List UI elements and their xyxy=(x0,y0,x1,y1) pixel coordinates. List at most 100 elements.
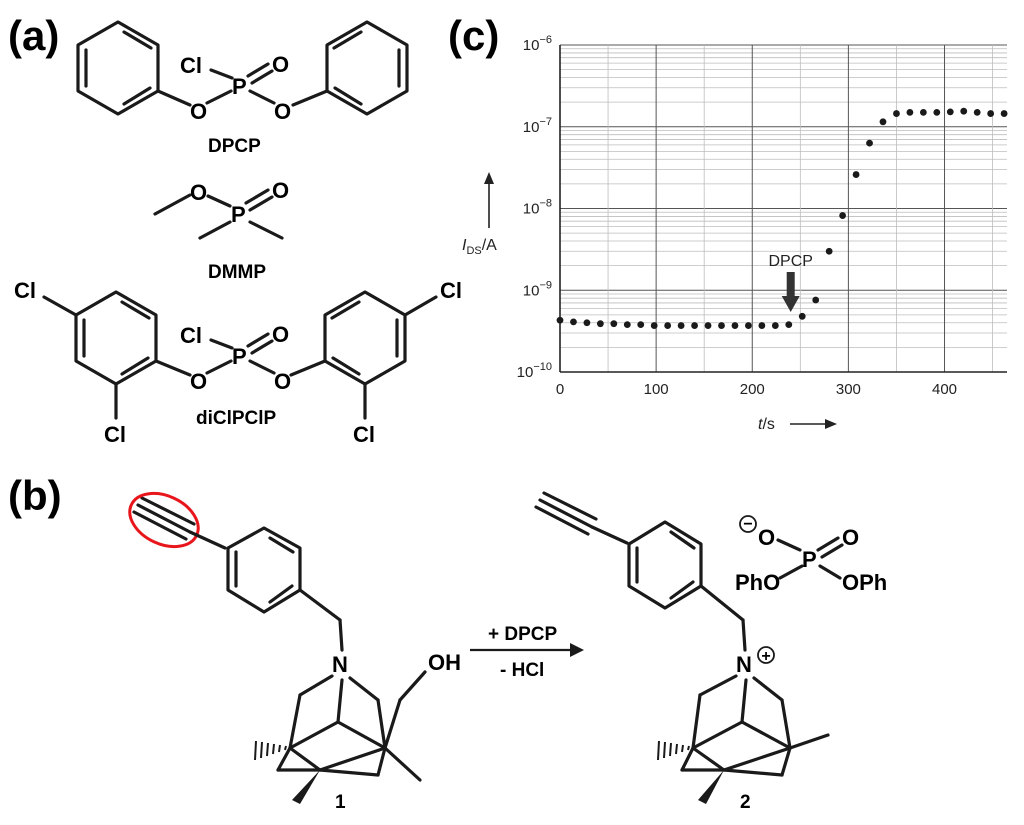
bond xyxy=(205,89,233,105)
y-tick-label: 10−7 xyxy=(523,116,552,136)
bond xyxy=(383,698,402,750)
alkyne-bond xyxy=(534,505,590,536)
bond xyxy=(376,746,387,777)
bond xyxy=(816,536,840,552)
bond xyxy=(120,300,151,320)
arrowhead xyxy=(570,643,584,657)
y-tick-label: 10−6 xyxy=(523,34,552,54)
bond xyxy=(250,339,274,355)
bond xyxy=(248,359,276,375)
x-axis-label: t/s xyxy=(758,416,837,433)
data-point xyxy=(771,322,779,329)
x-tick-label: 300 xyxy=(836,381,861,398)
data-point xyxy=(987,110,995,117)
diclpclp-cl-right-para: Cl xyxy=(440,278,462,303)
diclpclp-cl-atom: Cl xyxy=(180,323,202,348)
data-point xyxy=(798,312,806,320)
bond xyxy=(288,720,340,750)
data-point xyxy=(933,108,941,116)
bond xyxy=(778,564,804,580)
wedge-bond xyxy=(698,770,724,804)
bond xyxy=(248,220,284,240)
bond xyxy=(820,543,844,559)
x-axis-var: t xyxy=(758,416,763,433)
dpcp-o-double-atom: O xyxy=(272,52,289,77)
anion-o-double: O xyxy=(842,525,859,550)
bond xyxy=(740,678,748,724)
data-point xyxy=(731,322,739,329)
y-axis-var: I xyxy=(462,237,467,254)
diclpclp-cl-left-ortho: Cl xyxy=(104,422,126,447)
data-point xyxy=(704,322,712,329)
y-tick-label: 10−8 xyxy=(523,198,552,218)
bond xyxy=(246,332,270,348)
bond xyxy=(268,536,295,554)
dmmp-structure: O P O DMMP xyxy=(153,178,289,283)
bond xyxy=(398,670,427,702)
bond xyxy=(156,89,192,107)
bond xyxy=(788,733,830,750)
diclpclp-right-ring xyxy=(323,290,407,386)
bond xyxy=(780,746,792,777)
y-axis-arrowhead xyxy=(484,172,494,184)
compound-2-n-atom: N xyxy=(736,652,752,677)
panel-a: (a) Cl P O O O DPCP xyxy=(8,12,462,447)
diclpclp-left-ring xyxy=(74,290,158,386)
bond xyxy=(780,698,792,750)
dpcp-left-phenyl xyxy=(76,20,160,116)
dmmp-caption: DMMP xyxy=(208,262,266,283)
bond xyxy=(205,359,233,375)
data-point xyxy=(691,322,698,329)
data-point xyxy=(825,247,833,255)
diclpclp-cl-left-para: Cl xyxy=(14,278,36,303)
bond xyxy=(246,62,270,78)
bond xyxy=(338,618,344,652)
bond xyxy=(691,693,702,750)
data-point xyxy=(758,322,766,329)
panel-c-label: (c) xyxy=(448,12,499,59)
bond xyxy=(42,295,78,317)
bond xyxy=(332,30,363,50)
x-axis-arrowhead xyxy=(825,419,837,429)
data-point xyxy=(879,118,887,126)
data-point xyxy=(973,108,981,116)
diclpclp-cl-right-ortho: Cl xyxy=(353,422,375,447)
data-point xyxy=(946,108,954,116)
data-point xyxy=(960,107,968,115)
data-point xyxy=(718,322,725,329)
dmmp-o-atom: O xyxy=(190,180,207,205)
dpcp-structure: Cl P O O O DPCP xyxy=(76,20,409,157)
bond xyxy=(122,30,153,50)
diclpclp-o-double-atom: O xyxy=(272,322,289,347)
anion-o-minus: O xyxy=(758,525,775,550)
bond xyxy=(331,356,361,376)
bond xyxy=(741,618,747,652)
compound-2-number: 2 xyxy=(740,792,751,813)
data-point xyxy=(556,316,564,324)
bond xyxy=(250,69,274,85)
reagent-top: + DPCP xyxy=(488,624,557,645)
bond xyxy=(188,530,227,550)
bond xyxy=(288,746,322,772)
data-point xyxy=(866,139,873,147)
diclpclp-p-atom: P xyxy=(232,344,247,369)
dpcp-right-phenyl xyxy=(325,20,409,116)
data-point xyxy=(906,108,914,116)
diclpclp-caption: diClPClP xyxy=(196,408,277,429)
data-point xyxy=(745,322,752,329)
data-point xyxy=(839,212,847,219)
bond xyxy=(244,188,270,205)
bond xyxy=(318,746,387,772)
dmmp-p-atom: P xyxy=(231,202,246,227)
compound-1-benzene xyxy=(226,526,302,614)
bond xyxy=(318,768,380,777)
dpcp-cl-atom: Cl xyxy=(180,53,202,78)
data-point xyxy=(637,321,645,329)
bond xyxy=(268,584,294,604)
data-point xyxy=(1000,110,1008,117)
data-points xyxy=(556,107,1008,329)
diclpclp-o-right-atom: O xyxy=(274,369,291,394)
bond xyxy=(590,525,629,545)
bond xyxy=(248,89,276,105)
